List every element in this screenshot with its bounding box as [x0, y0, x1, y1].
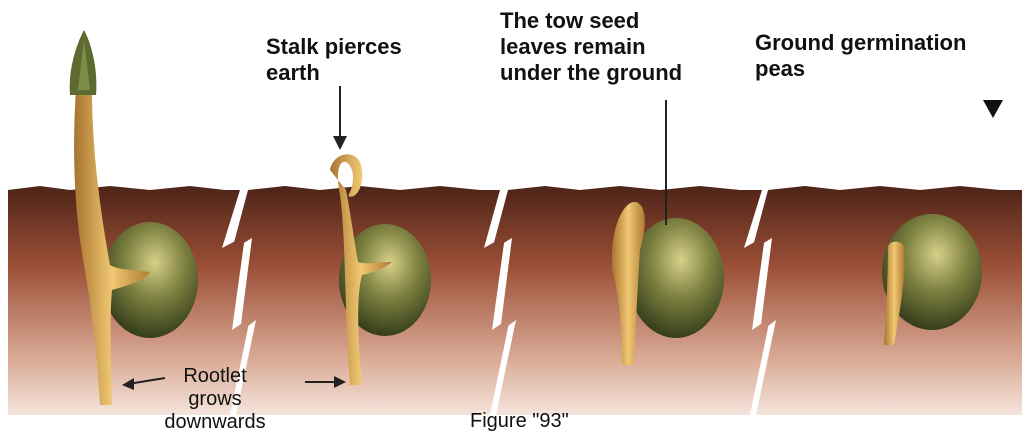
ground-marker-triangle	[983, 100, 1003, 118]
label-stalk-line2: earth	[266, 60, 402, 86]
label-seed-leaves: The tow seed leaves remain under the gro…	[500, 8, 682, 86]
label-seed-line3: under the ground	[500, 60, 682, 86]
figure-caption: Figure "93"	[470, 410, 569, 433]
label-stalk-pierces: Stalk pierces earth	[266, 34, 402, 86]
label-seed-line2: leaves remain	[500, 34, 682, 60]
label-ground-line1: Ground germination	[755, 30, 966, 56]
label-stalk-line1: Stalk pierces	[266, 34, 402, 60]
stalk-pointer-arrowhead	[333, 136, 347, 150]
label-rootlet: Rootlet grows downwards	[140, 365, 290, 434]
label-ground-line2: peas	[755, 56, 966, 82]
label-seed-line1: The tow seed	[500, 8, 682, 34]
label-rootlet-line1: Rootlet	[140, 365, 290, 388]
label-rootlet-line3: downwards	[140, 411, 290, 434]
label-ground-germination: Ground germination peas	[755, 30, 966, 82]
label-rootlet-line2: grows	[140, 388, 290, 411]
